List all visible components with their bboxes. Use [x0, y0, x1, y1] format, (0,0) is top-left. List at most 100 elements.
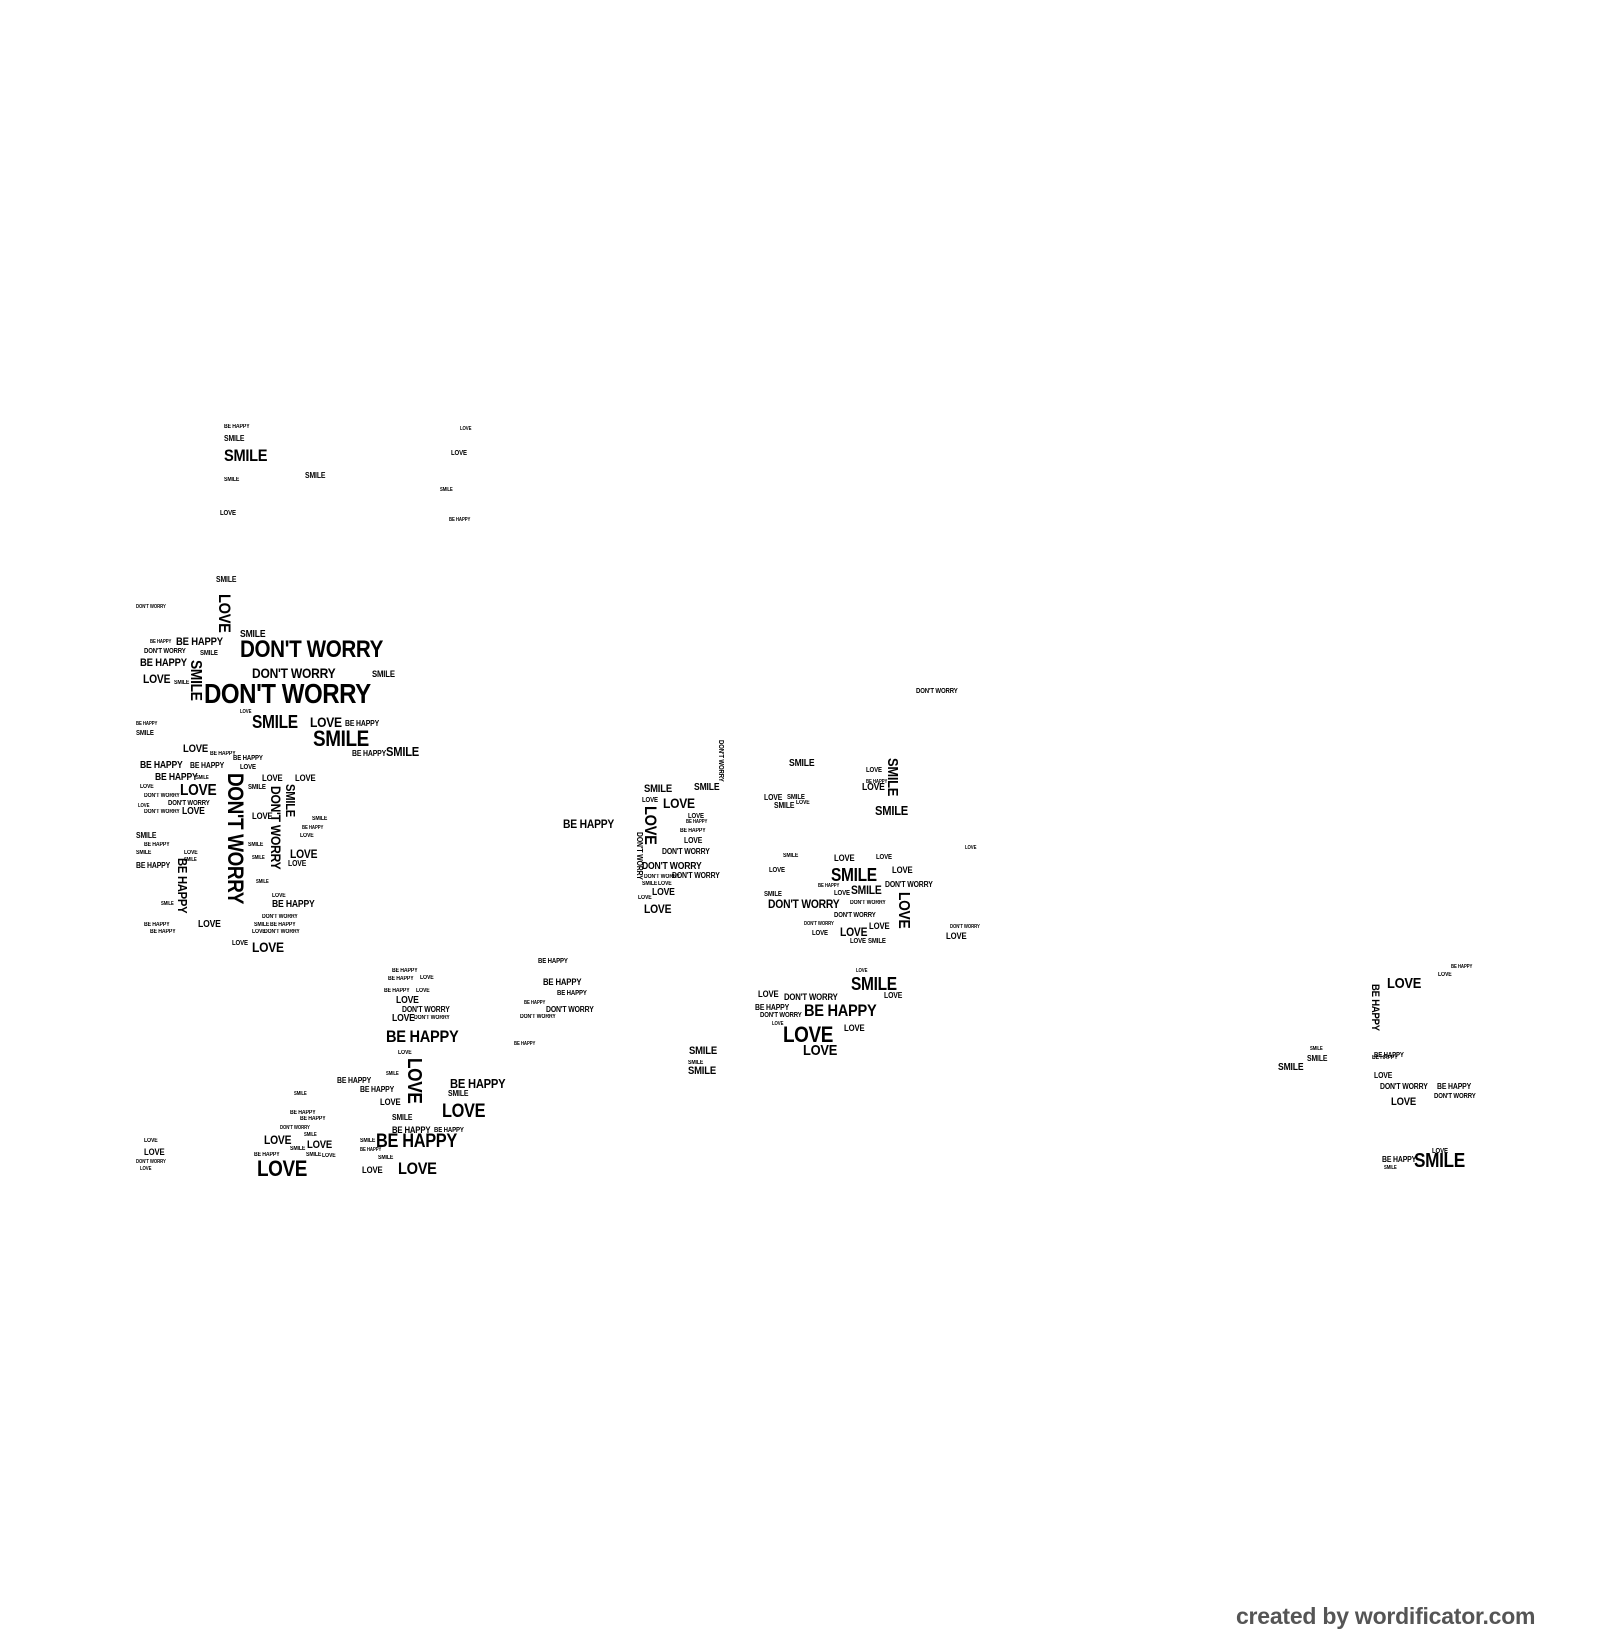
cloud-word: LOVE	[658, 881, 672, 887]
cloud-word: DON'T WORRY	[240, 636, 383, 663]
cloud-word: DON'T WORRY	[223, 773, 248, 905]
cloud-word: DON'T WORRY	[168, 800, 210, 807]
cloud-word: LOVE	[965, 845, 977, 851]
cloud-word: LOVE	[143, 672, 171, 686]
cloud-word: SMILE	[868, 938, 886, 945]
cloud-word: LOVE	[892, 865, 913, 875]
cloud-word: BE HAPPY	[376, 1131, 457, 1152]
cloud-word: BE HAPPY	[818, 883, 840, 889]
cloud-word: LOVE	[362, 1165, 383, 1175]
cloud-word: DON'T WORRY	[268, 786, 284, 870]
cloud-word: BE HAPPY	[392, 1125, 431, 1135]
cloud-word: LOVE	[182, 806, 205, 817]
cloud-word: LOVE	[240, 764, 256, 771]
cloud-word: SMILE	[1278, 1062, 1304, 1073]
cloud-word: DON'T WORRY	[144, 648, 186, 655]
cloud-word: SMILE	[360, 1138, 376, 1144]
cloud-word: LOVE	[198, 919, 221, 930]
cloud-word: BE HAPPY	[450, 1076, 506, 1091]
cloud-word: DON'T WORRY	[644, 874, 680, 880]
cloud-word: LOVE	[288, 859, 307, 868]
cloud-word: SMILE	[224, 434, 245, 443]
cloud-word: SMILE	[689, 1045, 717, 1057]
cloud-word: DON'T WORRY	[834, 912, 876, 919]
cloud-word: DON'T WORRY	[784, 992, 838, 1002]
cloud-word: LOVE	[688, 813, 704, 820]
cloud-word: BE HAPPY	[176, 636, 223, 648]
cloud-word: DON'T WORRY	[850, 900, 886, 906]
cloud-word: DON'T WORRY	[414, 1015, 450, 1021]
cloud-word: DON'T WORRY	[804, 921, 834, 927]
cloud-word: SMILE	[851, 974, 897, 994]
cloud-word: DON'T WORRY	[768, 897, 840, 911]
cloud-word: BE HAPPY	[1374, 1052, 1404, 1059]
cloud-word: LOVE	[652, 887, 675, 898]
cloud-word: SMILE	[294, 1091, 307, 1097]
cloud-word: SMILE	[248, 842, 264, 848]
cloud-word: BE HAPPY	[755, 1003, 790, 1012]
cloud-word: DON'T WORRY	[280, 1125, 310, 1131]
cloud-word: BE HAPPY	[224, 424, 250, 430]
cloud-word: DON'T WORRY	[717, 740, 724, 782]
cloud-word: SMILE	[184, 857, 197, 863]
cloud-word: LOVE	[252, 939, 284, 955]
cloud-word: DON'T WORRY	[662, 847, 710, 856]
cloud-word: BE HAPPY	[144, 842, 170, 848]
cloud-word: SMILE	[306, 1152, 322, 1158]
cloud-word: BE HAPPY	[680, 828, 706, 834]
cloud-word: LOVE	[641, 806, 660, 845]
cloud-word: SMILE	[1307, 1054, 1328, 1063]
cloud-word: BE HAPPY	[563, 817, 615, 831]
cloud-word: LOVE	[290, 847, 318, 861]
cloud-word: DON'T WORRY	[144, 793, 180, 799]
cloud-word: LOVE	[262, 773, 283, 783]
cloud-word: BE HAPPY	[150, 929, 176, 935]
cloud-word: DON'T WORRY	[642, 861, 702, 872]
cloud-word: SMILE	[386, 744, 420, 759]
cloud-word: DON'T WORRY	[1434, 1093, 1476, 1100]
cloud-word: BE HAPPY	[557, 990, 587, 997]
cloud-word: DON'T WORRY	[635, 832, 644, 880]
cloud-word: BE HAPPY	[392, 968, 418, 974]
cloud-word: LOVE	[442, 1101, 486, 1122]
cloud-word: BE HAPPY	[150, 639, 172, 645]
cloud-word: DON'T WORRY	[950, 924, 980, 930]
cloud-word: SMILE	[174, 680, 190, 686]
cloud-word: LOVE	[638, 895, 652, 901]
cloud-word: DON'T WORRY	[1380, 1082, 1428, 1091]
cloud-word: SMILE	[252, 855, 265, 861]
cloud-word: DON'T WORRY	[252, 665, 336, 681]
cloud-word: LOVE	[876, 854, 892, 861]
cloud-word: BE HAPPY	[1451, 964, 1473, 970]
cloud-word: LOVE	[884, 991, 903, 1000]
cloud-word: SMILE	[252, 712, 298, 732]
cloud-word: LOVE	[764, 793, 783, 802]
cloud-word: BE HAPPY	[337, 1076, 372, 1085]
cloud-word: BE HAPPY	[866, 779, 888, 785]
cloud-word: BE HAPPY	[434, 1127, 464, 1134]
cloud-word: LOVE	[834, 853, 855, 863]
cloud-word: LOVE	[300, 833, 314, 839]
cloud-word: SMILE	[764, 891, 782, 898]
cloud-word: LOVE	[1391, 1096, 1417, 1108]
cloud-word: BE HAPPY	[352, 749, 387, 758]
cloud-word: BE HAPPY	[140, 657, 187, 669]
cloud-word: BE HAPPY	[300, 1116, 326, 1122]
cloud-word: SMILE	[789, 758, 815, 769]
cloud-word: BE HAPPY	[449, 517, 471, 523]
cloud-word: SMILE	[136, 850, 152, 856]
cloud-word: BE HAPPY	[686, 819, 708, 825]
cloud-word: LOVE	[215, 594, 234, 633]
cloud-word: BE HAPPY	[345, 719, 380, 728]
cloud-word: BE HAPPY	[254, 1152, 280, 1158]
cloud-word: LOVE	[257, 1156, 308, 1181]
cloud-word: BE HAPPY	[1369, 984, 1381, 1031]
cloud-word: BE HAPPY	[384, 988, 410, 994]
cloud-word: SMILE	[851, 883, 882, 897]
cloud-word: LOVE	[307, 1139, 333, 1151]
cloud-word: LOVE	[252, 929, 266, 935]
cloud-word: DON'T WORRY	[672, 871, 720, 880]
cloud-word: LOVE	[416, 988, 430, 994]
cloud-word: BE HAPPY	[136, 861, 171, 870]
